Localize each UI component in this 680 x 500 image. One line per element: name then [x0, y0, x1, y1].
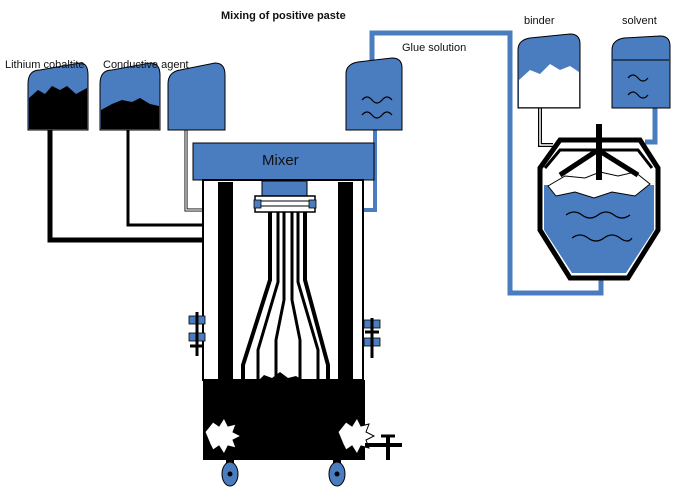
diagram-title: Mixing of positive paste [221, 10, 346, 22]
label-glue-solution: Glue solution [402, 42, 467, 54]
main-mixer [188, 142, 402, 487]
label-conductive-agent: Conductive agent [103, 59, 189, 71]
label-binder: binder [524, 15, 555, 27]
pipe-binder [538, 108, 553, 147]
pipe-lithium [47, 130, 205, 243]
wave-icon [627, 91, 649, 99]
wheel-left [221, 460, 239, 487]
hopper-solvent [611, 35, 671, 109]
outlet-valve [365, 434, 402, 460]
wave-icon [361, 111, 393, 119]
label-solvent: solvent [622, 15, 657, 27]
hopper-binder [517, 33, 581, 109]
hopper-conductive-agent [99, 62, 161, 131]
hopper-third [167, 62, 226, 131]
label-mixer: Mixer [262, 152, 299, 169]
clamp-right [363, 318, 381, 358]
pipe-glue-out [360, 130, 377, 212]
pipe-solvent [645, 108, 658, 145]
hopper-lithium-cobaltite [27, 62, 89, 131]
pipe-conductive [126, 130, 205, 227]
wave-icon [571, 234, 633, 242]
clamp-left [188, 312, 206, 356]
wave-icon [627, 74, 649, 82]
wheel-right [328, 460, 346, 487]
label-lithium-cobaltite: Lithium cobaltite [5, 59, 85, 71]
wave-icon [361, 96, 393, 104]
pipe-glue-supply [369, 30, 604, 296]
wave-icon [565, 211, 631, 219]
pipe-third-hopper-inner [185, 130, 205, 211]
hopper-glue-solution [345, 57, 403, 131]
impeller-icon [204, 416, 243, 456]
glue-mixing-tank [537, 124, 661, 281]
pipe-binder-inner [539, 108, 553, 146]
